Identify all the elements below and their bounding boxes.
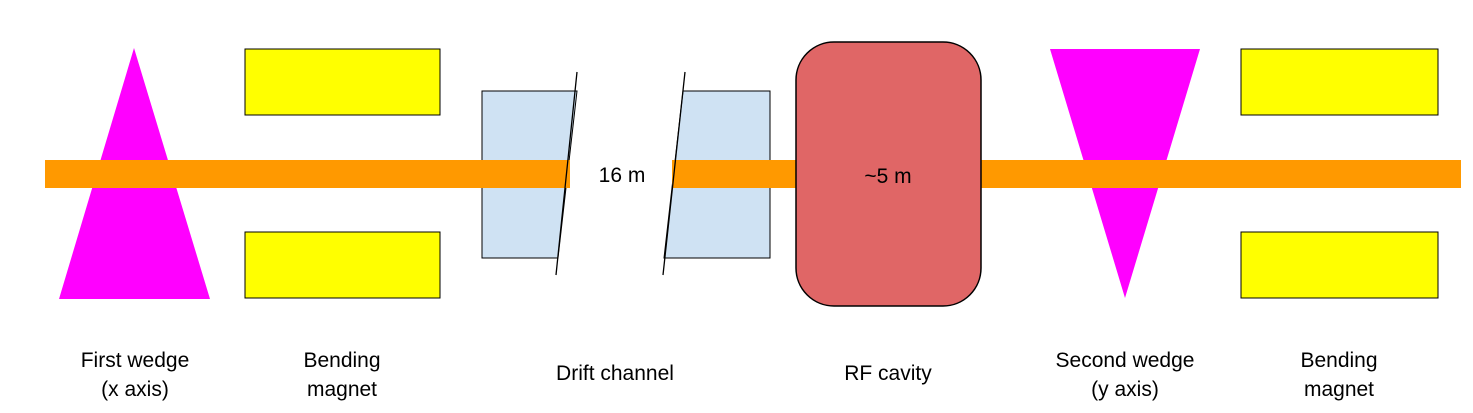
drift-channel-caption: Drift channel [556,362,674,385]
bending-magnet-2-bottom [1240,231,1439,299]
second-wedge-caption-line2: (y axis) [1091,378,1159,401]
bending-magnet-1-caption-line2: magnet [307,378,377,401]
bending-magnet-1-top [244,48,441,116]
rf-cavity [795,41,982,307]
beam-segment-3 [978,160,1461,188]
bending-magnet-1-caption-line1: Bending [303,349,380,372]
bending-magnet-2-caption-line2: magnet [1304,378,1374,401]
rf-cavity-caption: RF cavity [844,362,932,385]
beam-segment-1 [45,160,570,188]
bending-magnet-2-caption-line1: Bending [1300,349,1377,372]
first-wedge-caption-line1: First wedge [81,349,190,372]
beam-segment-2 [672,160,798,188]
drift-break-line-right [662,71,686,276]
drift-length-label: 16 m [599,164,646,187]
bending-magnet-2-top [1240,48,1439,116]
bending-magnet-1-bottom [244,231,441,299]
first-wedge-caption-line2: (x axis) [101,378,169,401]
rf-length-label: ~5 m [864,165,911,188]
second-wedge-caption-line1: Second wedge [1056,349,1195,372]
drift-break-line-left [555,71,578,276]
